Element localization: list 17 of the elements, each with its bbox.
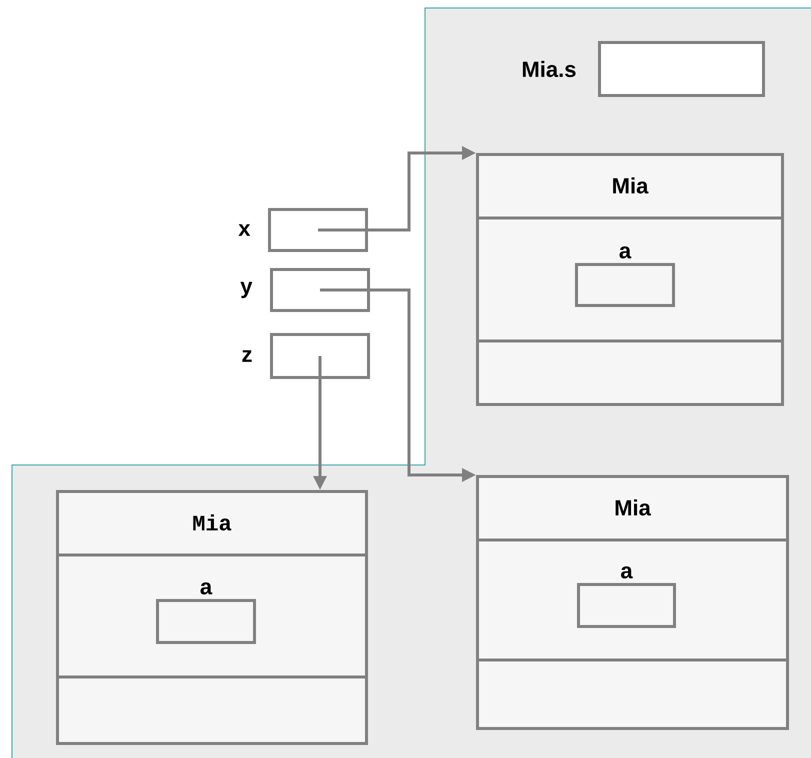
- variable-box: x: [238, 208, 368, 252]
- node-label: a: [621, 566, 633, 578]
- field-box: a: [575, 246, 675, 307]
- class-name: Mia: [616, 499, 651, 516]
- variable-box: y: [240, 268, 370, 312]
- field-box: a: [156, 582, 256, 644]
- variable-box: z: [242, 333, 370, 379]
- static-field-box: Mia.s: [522, 41, 765, 97]
- node-label: x: [238, 224, 250, 236]
- node-label: Mia.s: [522, 60, 576, 78]
- node-label: a: [620, 246, 632, 258]
- node-label: z: [242, 350, 252, 362]
- class-name: Mia: [193, 514, 232, 531]
- node-label: y: [240, 282, 252, 298]
- class-name: Mia: [613, 177, 648, 194]
- node-label: a: [200, 582, 212, 594]
- field-box: a: [577, 566, 676, 628]
